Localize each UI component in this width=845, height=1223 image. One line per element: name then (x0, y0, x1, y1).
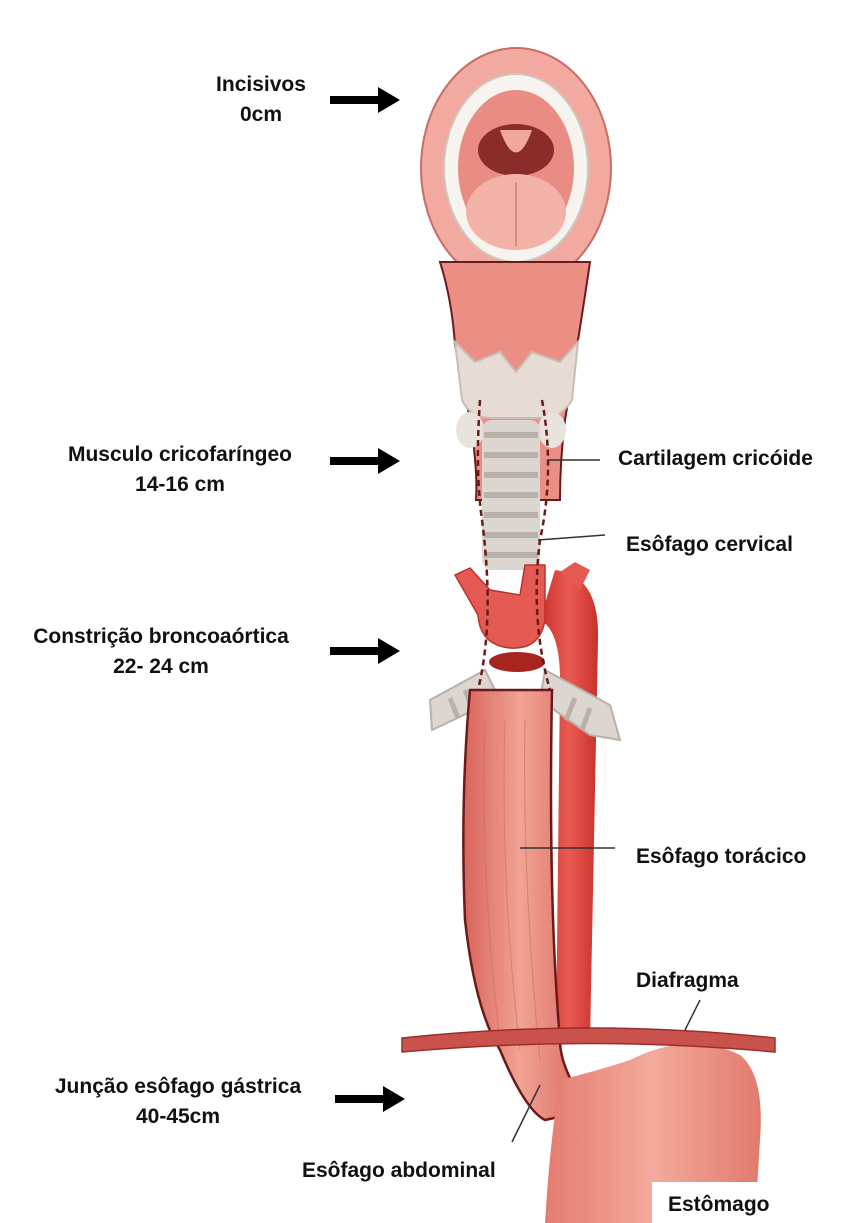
label-incisivos-distance: 0cm (196, 100, 326, 130)
label-constricao-distance: 22- 24 cm (6, 652, 316, 682)
arrow-right-icon (330, 85, 402, 115)
label-constricao-broncoaortica: Constrição broncoaórtica 22- 24 cm (6, 622, 316, 682)
label-cartilagem-cricoide: Cartilagem cricóide (618, 444, 813, 474)
label-incisivos: Incisivos 0cm (196, 70, 326, 130)
label-musculo-distance: 14-16 cm (40, 470, 320, 500)
label-musculo-cricofaringeo: Musculo cricofaríngeo 14-16 cm (40, 440, 320, 500)
label-diafragma: Diafragma (636, 966, 739, 996)
label-constricao-name: Constrição broncoaórtica (6, 622, 316, 652)
arrow-right-icon (330, 446, 402, 476)
label-juncao-distance: 40-45cm (30, 1102, 326, 1132)
label-esofago-toracico: Esôfago torácico (636, 842, 806, 872)
label-estomago: Estômago (668, 1190, 770, 1220)
leader-diafragma (685, 1000, 700, 1030)
label-juncao-name: Junção esôfago gástrica (30, 1072, 326, 1102)
label-esofago-cervical: Esôfago cervical (626, 530, 793, 560)
leader-esofago-cervical (538, 535, 605, 540)
label-juncao-esofago-gastrica: Junção esôfago gástrica 40-45cm (30, 1072, 326, 1132)
arrow-right-icon (335, 1084, 407, 1114)
mouth-illustration (421, 48, 611, 288)
trachea (482, 420, 540, 570)
arrow-right-icon (330, 636, 402, 666)
label-esofago-abdominal: Esôfago abdominal (302, 1156, 496, 1186)
label-incisivos-name: Incisivos (196, 70, 326, 100)
label-musculo-name: Musculo cricofaríngeo (40, 440, 320, 470)
